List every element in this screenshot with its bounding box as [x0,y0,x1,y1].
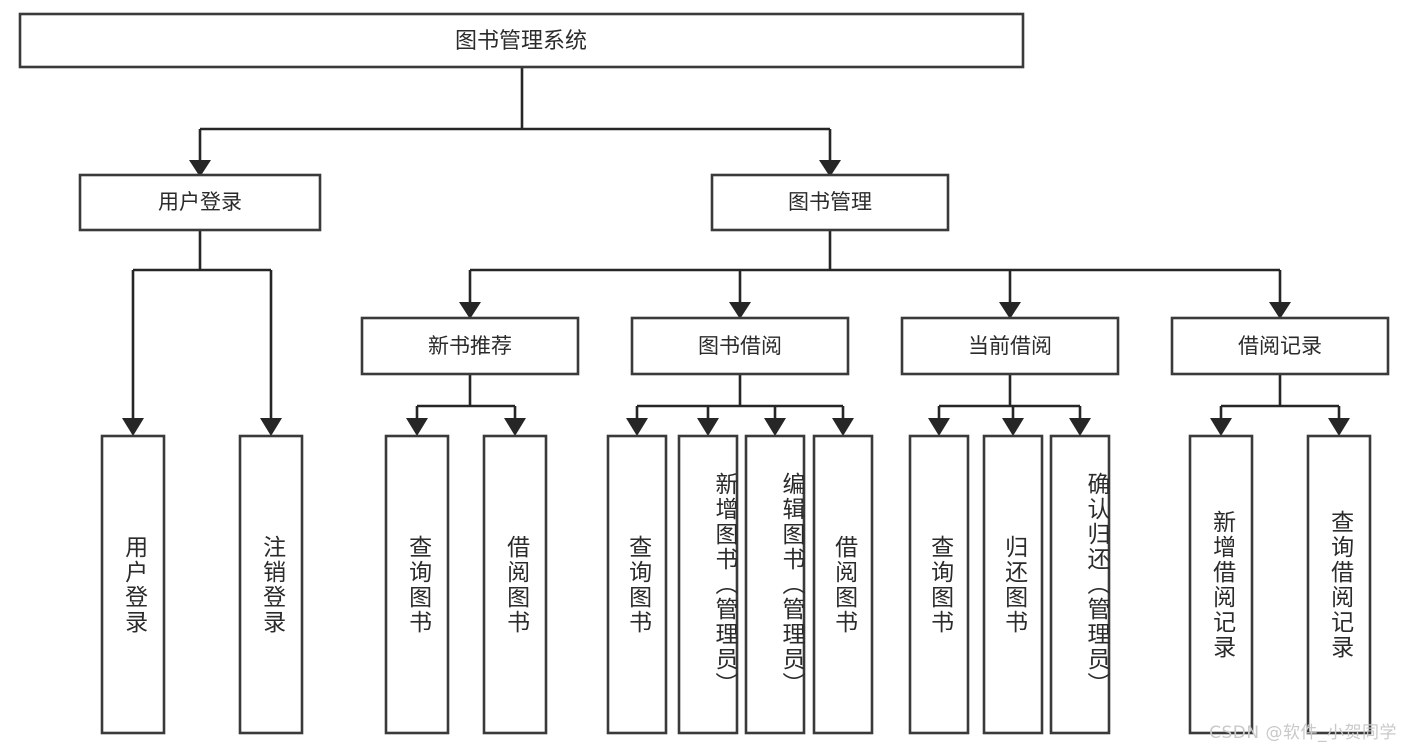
node-book-manage-label: 图书管理 [788,190,872,214]
node-new-book-recommend-label: 新书推荐 [428,334,512,358]
node-root[interactable] [18,12,1025,69]
node-borrow-record[interactable] [1170,316,1390,376]
arrowhead-leaf-query-book-1 [406,418,428,436]
arrowhead-current-borrow [999,302,1021,319]
arrowhead-book-manage [819,160,841,177]
node-leaf-query-record[interactable] [1306,434,1372,735]
arrowhead-new-book-recommend [459,302,481,319]
node-leaf-confirm-return[interactable] [1049,434,1111,735]
node-leaf-borrow-book-1[interactable] [482,434,548,735]
node-user-login-label: 用户登录 [158,190,242,214]
node-book-borrow[interactable] [630,316,850,376]
arrowhead-leaf-user-login [122,418,144,436]
node-new-book-recommend[interactable] [360,316,580,376]
arrowhead-leaf-query-book-3 [928,418,950,436]
node-leaf-user-login[interactable] [100,434,166,735]
arrowhead-leaf-borrow-book-1 [504,418,526,436]
arrowhead-borrow-record [1269,302,1291,319]
arrowhead-leaf-edit-book [764,418,786,436]
connector-layer [122,67,1350,436]
arrowhead-leaf-query-book-2 [626,418,648,436]
arrowhead-leaf-return-book [1002,418,1024,436]
node-root-label: 图书管理系统 [455,29,587,54]
arrowhead-leaf-add-book [697,418,719,436]
arrowhead-leaf-confirm-return [1069,418,1091,436]
node-leaf-query-book-3[interactable] [908,434,970,735]
node-leaf-add-book[interactable] [677,434,739,735]
node-current-borrow[interactable] [900,316,1120,376]
arrowhead-leaf-borrow-book-2 [832,418,854,436]
arrowhead-leaf-logout [260,418,282,436]
csdn-watermark: CSDN @软件_小贺同学 [1209,723,1397,743]
node-book-borrow-label: 图书借阅 [698,334,782,358]
node-user-login[interactable] [78,173,322,232]
node-leaf-query-book-2[interactable] [606,434,668,735]
arrowhead-leaf-add-record [1210,418,1232,436]
arrowhead-leaf-query-record [1328,418,1350,436]
node-borrow-record-label: 借阅记录 [1238,334,1322,358]
node-leaf-add-record[interactable] [1188,434,1254,735]
node-leaf-return-book[interactable] [982,434,1044,735]
node-layer: 图书管理系统 用户登录 图书管理 新书推荐 图书借阅 当前借阅 借阅记录 [18,12,1390,735]
node-leaf-query-book-1[interactable] [384,434,450,735]
node-leaf-borrow-book-2[interactable] [812,434,874,735]
node-leaf-logout[interactable] [238,434,304,735]
arrowhead-book-borrow [729,302,751,319]
node-book-manage[interactable] [710,173,950,232]
node-leaf-edit-book[interactable] [744,434,806,735]
node-current-borrow-label: 当前借阅 [968,334,1052,358]
arrowhead-user-login [189,160,211,177]
